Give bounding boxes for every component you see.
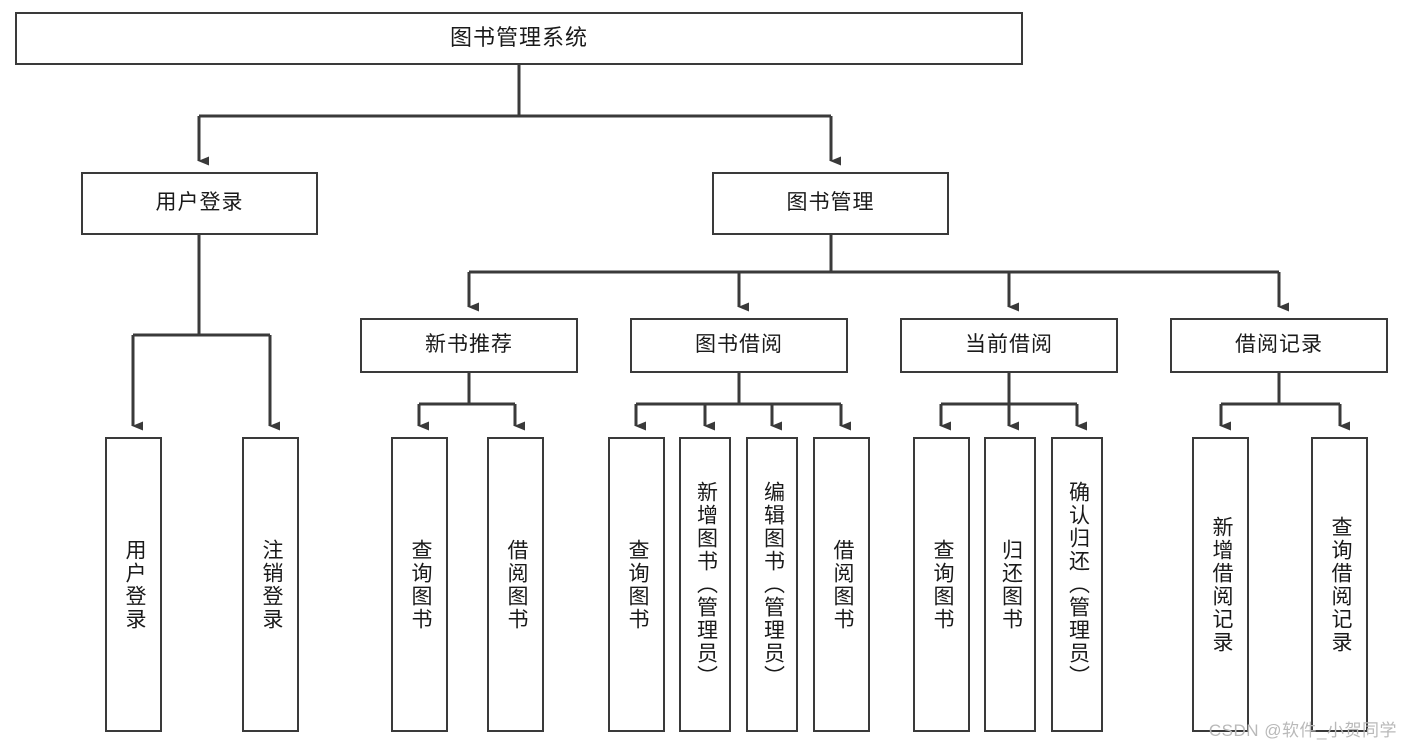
leaf-user-login-logout[interactable]: 注销登录 <box>242 437 299 732</box>
node-borrow-record[interactable]: 借阅记录 <box>1170 318 1388 373</box>
leaf-book-borrow-borrow-book[interactable]: 借阅图书 <box>813 437 870 732</box>
leaf-borrow-record-add-record[interactable]: 新增借阅记录 <box>1192 437 1249 732</box>
node-label: 图书借阅 <box>695 333 783 357</box>
node-label: 用户登录 <box>122 538 146 631</box>
leaf-book-borrow-add-book-admin[interactable]: 新增图书（管理员） <box>679 437 731 732</box>
node-label: 借阅图书 <box>504 538 528 631</box>
node-label: 用户登录 <box>155 191 244 215</box>
node-user-login[interactable]: 用户登录 <box>81 172 318 235</box>
leaf-new-book-query-book[interactable]: 查询图书 <box>391 437 448 732</box>
node-label: 注销登录 <box>259 538 283 631</box>
node-label: 新增借阅记录 <box>1209 515 1233 654</box>
leaf-book-borrow-edit-book-admin[interactable]: 编辑图书（管理员） <box>746 437 798 732</box>
node-root-book-management-system[interactable]: 图书管理系统 <box>15 12 1023 65</box>
watermark: CSDN @软件_小贺同学 <box>1208 721 1397 740</box>
leaf-current-borrow-query-book[interactable]: 查询图书 <box>913 437 970 732</box>
node-label: 新书推荐 <box>425 333 513 357</box>
leaf-book-borrow-query-book[interactable]: 查询图书 <box>608 437 665 732</box>
node-label: 查询图书 <box>408 538 432 631</box>
node-book-borrow[interactable]: 图书借阅 <box>630 318 848 373</box>
node-label: 图书管理 <box>786 191 875 215</box>
leaf-current-borrow-confirm-return-admin[interactable]: 确认归还（管理员） <box>1051 437 1103 732</box>
node-label: 编辑图书（管理员） <box>761 481 785 688</box>
leaf-borrow-record-query-record[interactable]: 查询借阅记录 <box>1311 437 1368 732</box>
node-label: 查询图书 <box>930 538 954 631</box>
node-label: 当前借阅 <box>965 333 1053 357</box>
node-new-book-recommend[interactable]: 新书推荐 <box>360 318 578 373</box>
node-label: 图书管理系统 <box>449 25 588 51</box>
leaf-current-borrow-return-book[interactable]: 归还图书 <box>984 437 1036 732</box>
node-current-borrow[interactable]: 当前借阅 <box>900 318 1118 373</box>
leaf-new-book-borrow-book[interactable]: 借阅图书 <box>487 437 544 732</box>
node-label: 借阅图书 <box>830 538 854 631</box>
node-label: 确认归还（管理员） <box>1066 481 1090 688</box>
node-label: 查询图书 <box>625 538 649 631</box>
leaf-user-login-login[interactable]: 用户登录 <box>105 437 162 732</box>
node-label: 查询借阅记录 <box>1328 515 1352 654</box>
node-label: 新增图书（管理员） <box>694 481 718 688</box>
node-label: 借阅记录 <box>1235 333 1323 357</box>
node-label: 归还图书 <box>999 538 1023 631</box>
node-book-management[interactable]: 图书管理 <box>712 172 949 235</box>
